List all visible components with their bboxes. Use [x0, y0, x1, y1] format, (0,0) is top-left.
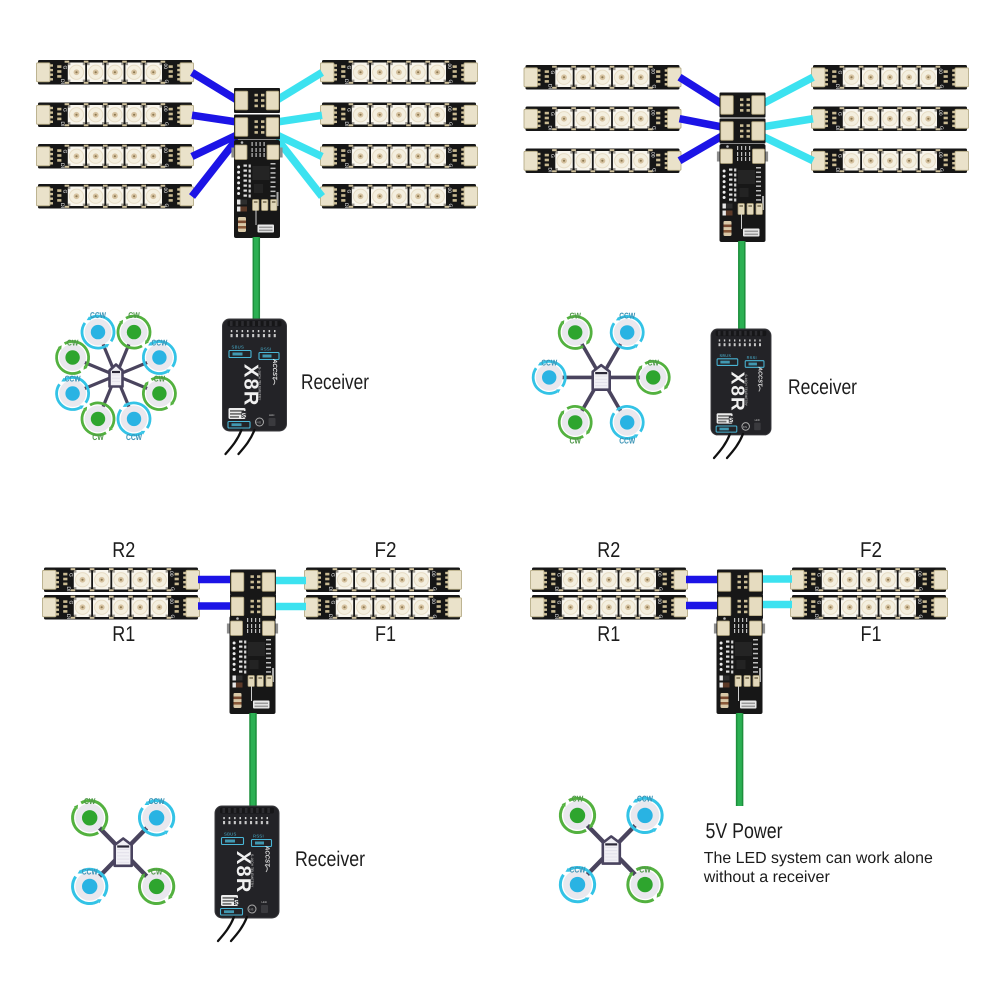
svg-text:CW: CW	[151, 866, 163, 876]
svg-text:Receiver: Receiver	[295, 847, 365, 871]
svg-text:CW: CW	[569, 310, 581, 320]
svg-text:CCW: CCW	[619, 435, 635, 445]
svg-text:CW: CW	[647, 357, 659, 367]
svg-text:Receiver: Receiver	[788, 375, 857, 399]
svg-text:without a receiver: without a receiver	[703, 869, 831, 886]
svg-text:CCW: CCW	[151, 338, 167, 348]
svg-text:Receiver: Receiver	[301, 370, 369, 394]
svg-text:CCW: CCW	[637, 793, 653, 803]
svg-text:CW: CW	[154, 374, 166, 384]
svg-text:F2: F2	[860, 538, 882, 562]
svg-text:CCW: CCW	[541, 357, 557, 367]
svg-text:R2: R2	[597, 538, 620, 562]
svg-text:5V Power: 5V Power	[706, 819, 783, 843]
svg-text:CW: CW	[92, 432, 104, 442]
svg-text:CCW: CCW	[619, 310, 635, 320]
svg-text:R1: R1	[597, 622, 620, 646]
svg-text:CW: CW	[572, 793, 584, 803]
svg-text:CW: CW	[84, 796, 96, 806]
svg-text:CCW: CCW	[570, 865, 586, 875]
svg-text:R1: R1	[112, 622, 135, 646]
svg-text:CW: CW	[128, 310, 140, 320]
svg-text:CCW: CCW	[90, 310, 106, 320]
svg-text:CCW: CCW	[82, 866, 98, 876]
svg-text:CCW: CCW	[126, 432, 142, 442]
svg-text:F2: F2	[375, 538, 397, 562]
svg-text:CCW: CCW	[65, 374, 81, 384]
svg-text:The LED system can work alone: The LED system can work alone	[704, 850, 933, 867]
svg-text:CW: CW	[639, 865, 651, 875]
svg-text:CW: CW	[569, 435, 581, 445]
svg-text:CW: CW	[67, 338, 79, 348]
svg-text:CCW: CCW	[149, 796, 165, 806]
svg-text:R2: R2	[112, 538, 135, 562]
svg-text:F1: F1	[861, 622, 882, 646]
svg-text:F1: F1	[375, 622, 396, 646]
